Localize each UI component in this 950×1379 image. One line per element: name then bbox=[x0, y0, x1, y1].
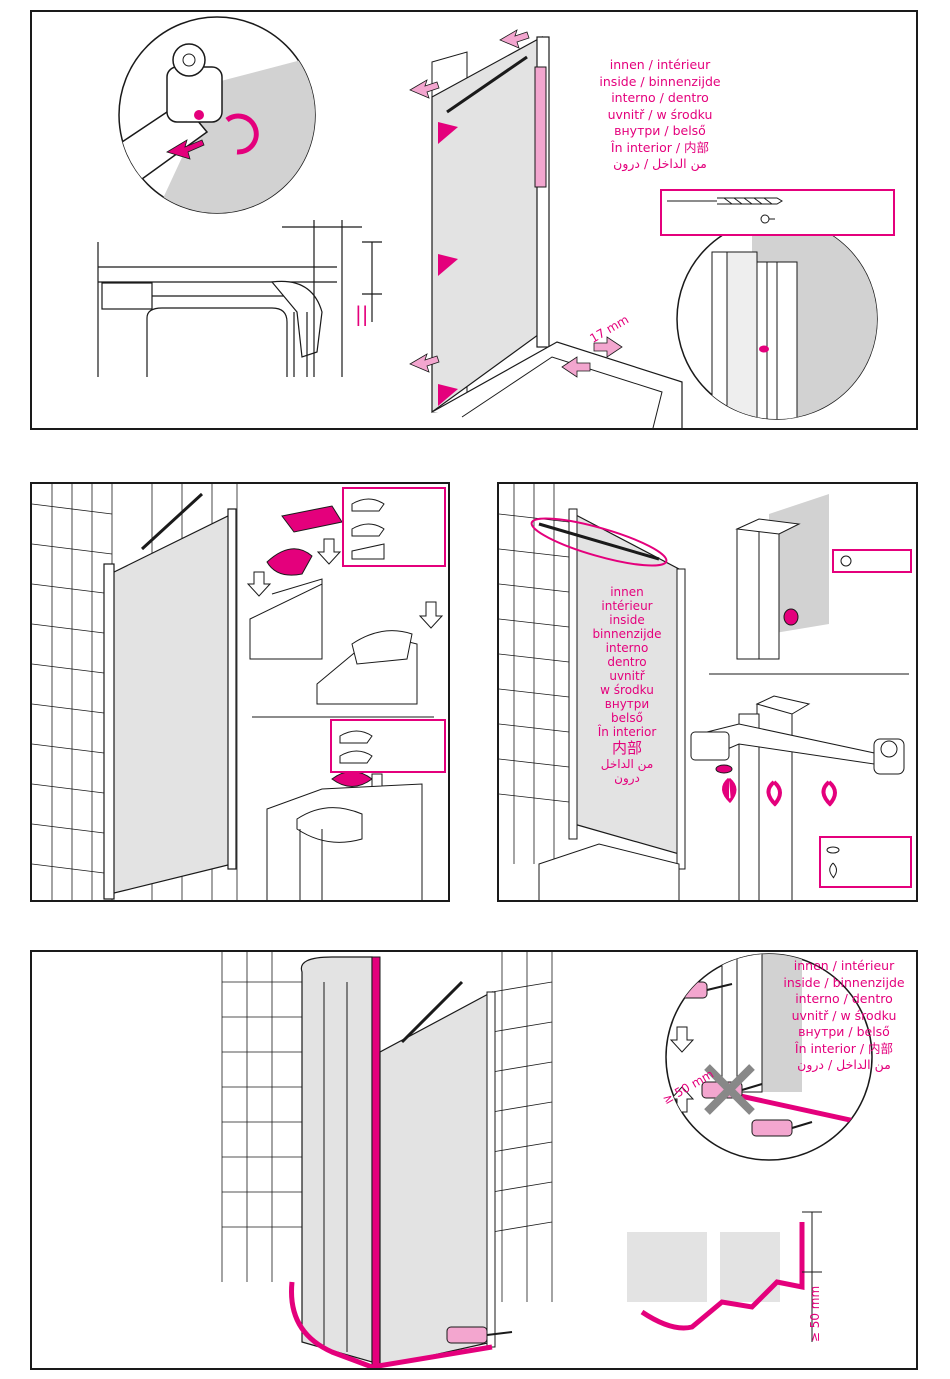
inside-label-line: inside bbox=[609, 613, 645, 627]
inside-label-line: innen / intérieur bbox=[609, 57, 711, 72]
level-symbol: || bbox=[355, 302, 369, 326]
min-distance-label-b: ≥ 50 mm bbox=[808, 1285, 823, 1343]
tool-box-drill-screw bbox=[660, 189, 895, 236]
inside-label-line: În interior / 内部 bbox=[794, 1040, 894, 1056]
drill-bit-icon bbox=[667, 197, 783, 224]
inside-label-line: внутри / belső bbox=[798, 1024, 890, 1039]
inside-label-group-2: innen / intérieur inside / binnenzijde i… bbox=[774, 958, 914, 1074]
inside-label-line: binnenzijde bbox=[592, 627, 662, 641]
double-arrow-icon bbox=[166, 139, 205, 160]
inside-label-line: innen / intérieur bbox=[793, 958, 895, 973]
inside-label-line: uvnitř bbox=[609, 669, 645, 683]
inside-label-line: w środku bbox=[600, 683, 654, 697]
down-arrow-icon bbox=[418, 601, 444, 629]
tile-wall bbox=[499, 484, 570, 864]
inside-label-line: interno bbox=[605, 641, 649, 655]
double-arrow-icon bbox=[409, 29, 623, 378]
panel-1-drawing bbox=[97, 16, 878, 428]
step-panel-3: innen intérieur inside binnenzijde inter… bbox=[497, 482, 918, 902]
fixing-detail-circle bbox=[665, 953, 873, 1161]
wall-profile-detail-circle bbox=[676, 218, 878, 420]
plan-view-level bbox=[97, 220, 382, 377]
inside-label-line: În interior bbox=[597, 725, 657, 739]
inside-stacked-label: innen intérieur inside binnenzijde inter… bbox=[587, 585, 667, 785]
inside-label-line: من الداخل bbox=[600, 757, 654, 771]
cap-washer-box bbox=[832, 549, 912, 573]
triangle-marker-icon bbox=[438, 254, 458, 276]
dowel-icon bbox=[446, 1326, 513, 1344]
inside-label-line: внутри / belső bbox=[614, 123, 706, 138]
panel-2-drawing bbox=[32, 484, 444, 900]
dowel-icon bbox=[751, 1119, 813, 1137]
inside-label-line: من الداخل / درون bbox=[613, 156, 707, 171]
cap-parts-box-2 bbox=[330, 719, 446, 773]
inside-label-line: inside / binnenzijde bbox=[783, 974, 905, 990]
cap-parts-box bbox=[342, 487, 446, 567]
inside-label-line: درون bbox=[614, 771, 640, 785]
tray-section-view bbox=[627, 1211, 822, 1342]
inside-label-line: uvnitř / w środku bbox=[607, 106, 713, 122]
clip-parts-box bbox=[819, 836, 912, 888]
step-panel-4: innen / intérieur inside / binnenzijde i… bbox=[30, 950, 918, 1370]
step-panel-2 bbox=[30, 482, 450, 902]
rotate-arrow-icon bbox=[225, 113, 259, 155]
inside-label-line: belső bbox=[611, 711, 643, 725]
inside-label-line: inside / binnenzijde bbox=[599, 73, 721, 89]
inside-label-line: uvnitř / w środku bbox=[791, 1007, 897, 1023]
inside-label-line: внутри bbox=[604, 697, 650, 711]
hinge-detail-circle bbox=[118, 16, 316, 214]
inside-label-line: innen bbox=[610, 585, 644, 599]
inside-label-line: intérieur bbox=[601, 599, 653, 613]
down-arrow-icon bbox=[246, 571, 272, 597]
end-cap-parts bbox=[246, 505, 444, 900]
inside-label-line: dentro bbox=[607, 655, 647, 669]
inside-label-line: În interior / 内部 bbox=[610, 139, 710, 155]
panel-3-drawing bbox=[499, 484, 909, 900]
inside-label-line: 内部 bbox=[611, 739, 642, 757]
triangle-marker-icon bbox=[438, 384, 458, 406]
down-arrow-icon bbox=[669, 1026, 695, 1053]
tile-wall bbox=[221, 952, 553, 1302]
down-arrow-icon bbox=[316, 538, 342, 565]
cross-icon bbox=[704, 1064, 755, 1115]
panel-4-drawing bbox=[221, 952, 873, 1368]
triangle-marker-icon bbox=[438, 122, 458, 144]
inside-label-line: interno / dentro bbox=[611, 90, 709, 105]
inside-label-group: innen / intérieur inside / binnenzijde i… bbox=[580, 57, 740, 173]
inside-label-line: من الداخل / درون bbox=[797, 1057, 891, 1072]
step-panel-1: innen / intérieur inside / binnenzijde i… bbox=[30, 10, 918, 430]
shower-panel-view bbox=[409, 29, 683, 428]
screw-icon bbox=[760, 214, 770, 224]
inside-label-line: interno / dentro bbox=[795, 991, 893, 1006]
